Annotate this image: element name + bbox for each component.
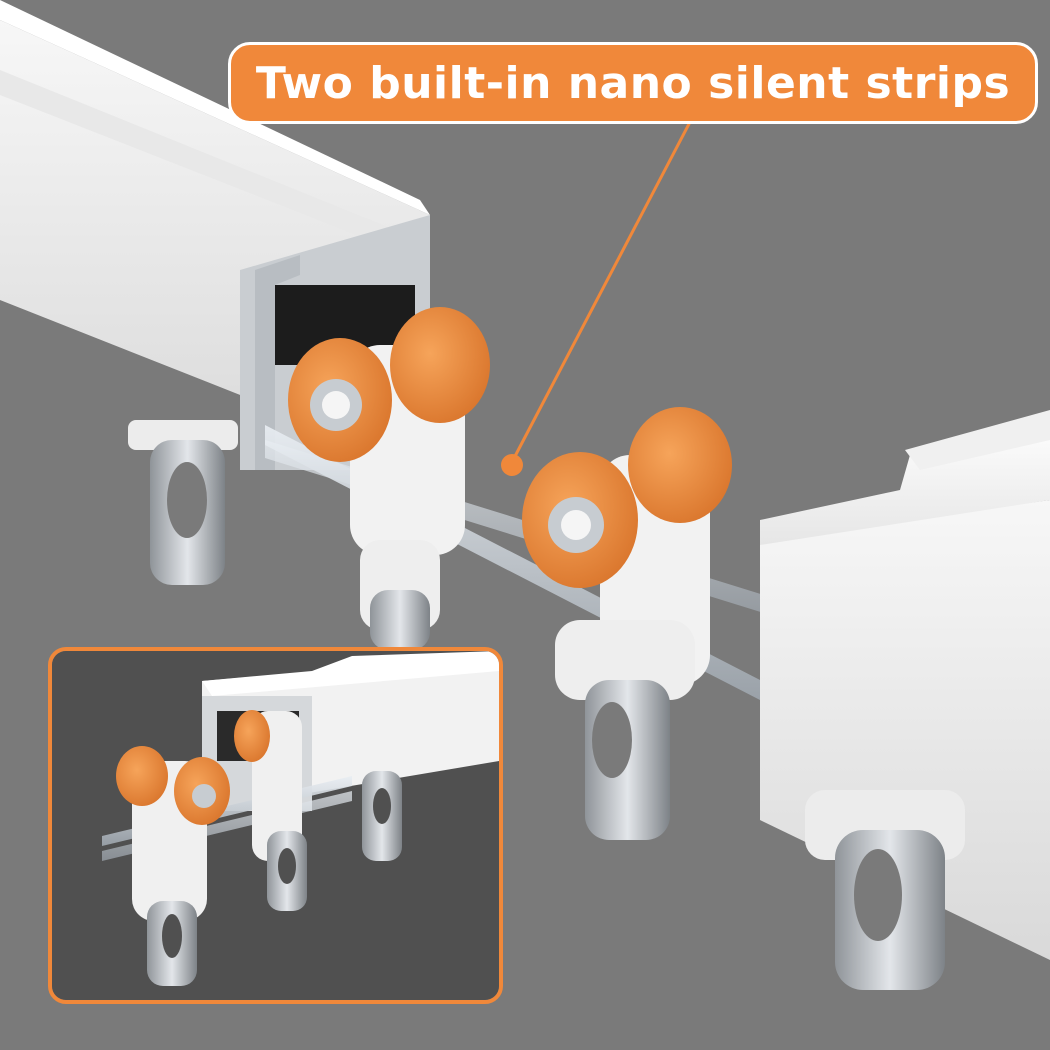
callout-label: Two built-in nano silent strips	[228, 42, 1038, 124]
roller-glider	[522, 407, 732, 840]
right-hook	[805, 790, 965, 990]
inset-roller-glider	[234, 710, 307, 911]
inset-detail-view	[48, 647, 503, 1004]
roller-glider	[288, 307, 490, 650]
inset-hook	[362, 771, 402, 861]
left-hook	[128, 420, 238, 585]
inset-roller-glider	[116, 746, 230, 986]
callout-pointer	[501, 121, 692, 476]
